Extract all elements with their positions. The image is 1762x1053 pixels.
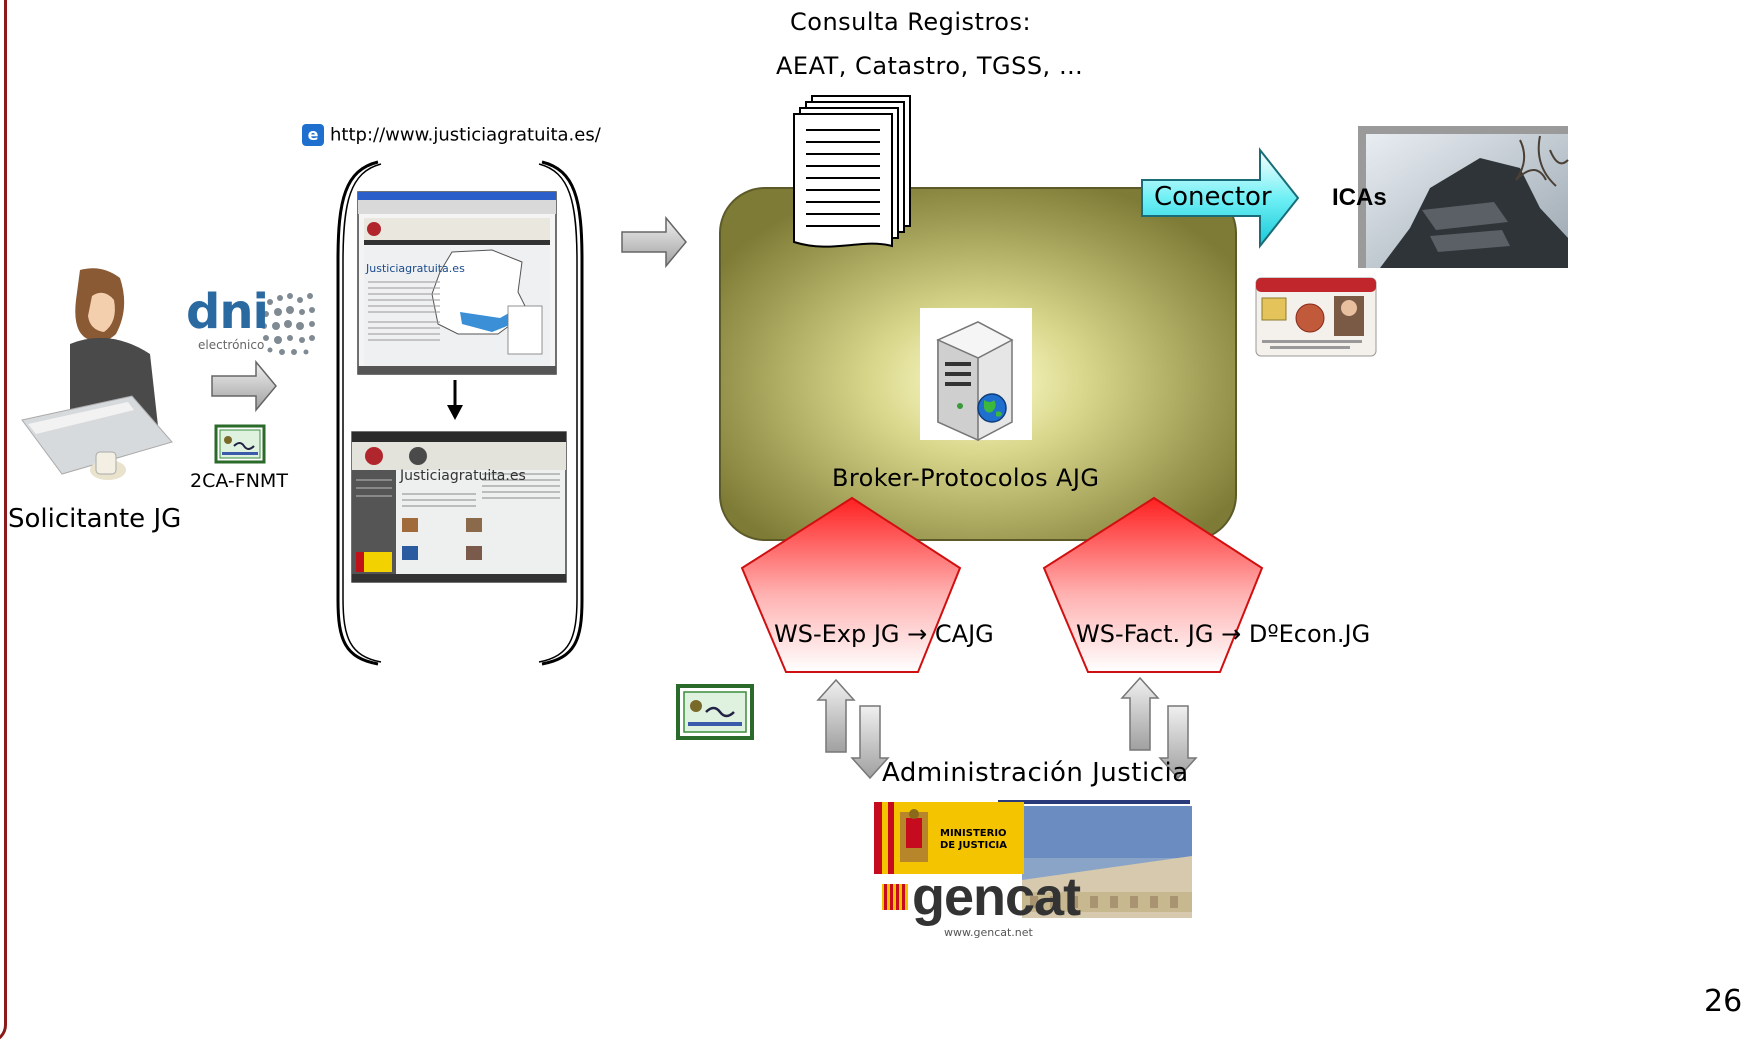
- connector-label: Conector: [1154, 182, 1272, 212]
- ministerio-line2: DE JUSTICIA: [940, 840, 1007, 851]
- exchange-arrows-left-icon: [816, 678, 890, 780]
- applicant-photo: [20, 268, 176, 496]
- bottom-screen-title: Justiciagratuita.es: [400, 468, 526, 484]
- icas-label: ICAs: [1332, 184, 1387, 211]
- server-icon: [920, 308, 1032, 442]
- dni-logo-subtitle: electrónico: [198, 338, 265, 352]
- portal-screenshot-top: [357, 191, 557, 375]
- ministerio-justicia-logo: [874, 802, 1024, 874]
- admin-justicia-label: Administración Justicia: [882, 758, 1189, 788]
- registries-list: AEAT, Catastro, TGSS, …: [776, 52, 1084, 80]
- dni-dots-icon: [261, 293, 315, 355]
- dni-logo-text: dni: [186, 284, 269, 340]
- certificate-icon-bottom: [676, 684, 754, 740]
- icas-building-photo: [1358, 126, 1569, 268]
- left-bracket: [336, 160, 379, 666]
- registries-title: Consulta Registros:: [790, 8, 1032, 36]
- courthouse-photo: [998, 800, 1192, 918]
- connector-arrow: [1141, 147, 1300, 249]
- ws-exp-label: WS-Exp JG → CAJG: [774, 620, 994, 648]
- page-number: 26: [1704, 984, 1743, 1019]
- exchange-arrows-right-icon: [1120, 676, 1198, 780]
- applicant-label: Solicitante JG: [8, 504, 182, 534]
- arrow-to-portal-icon: [211, 359, 277, 413]
- right-bracket: [541, 160, 584, 666]
- portal-screenshot-bottom: [351, 431, 567, 583]
- ministerio-line1: MINISTERIO: [940, 828, 1007, 839]
- lawyer-id-card: [1255, 277, 1377, 357]
- ws-fact-label: WS-Fact. JG → DºEcon.JG: [1076, 620, 1371, 648]
- arrow-to-broker-icon: [621, 215, 687, 269]
- top-screen-title: Justiciagratuita.es: [366, 262, 465, 275]
- ie-icon: e: [302, 124, 324, 146]
- certificate-icon-left: [214, 424, 266, 464]
- gencat-flag-icon: [882, 884, 908, 910]
- pentagon-ws-fact: [1042, 496, 1264, 673]
- gencat-logo-text: gencat: [912, 867, 1081, 927]
- gencat-url: www.gencat.net: [944, 926, 1033, 939]
- pentagon-ws-exp: [740, 496, 962, 673]
- broker-label: Broker-Protocolos AJG: [832, 464, 1100, 492]
- document-stack-icon: [793, 95, 911, 248]
- cert-label: 2CA-FNMT: [190, 470, 288, 492]
- portal-url-link[interactable]: e http://www.justiciagratuita.es/: [302, 124, 601, 146]
- portal-url-text: http://www.justiciagratuita.es/: [330, 124, 601, 146]
